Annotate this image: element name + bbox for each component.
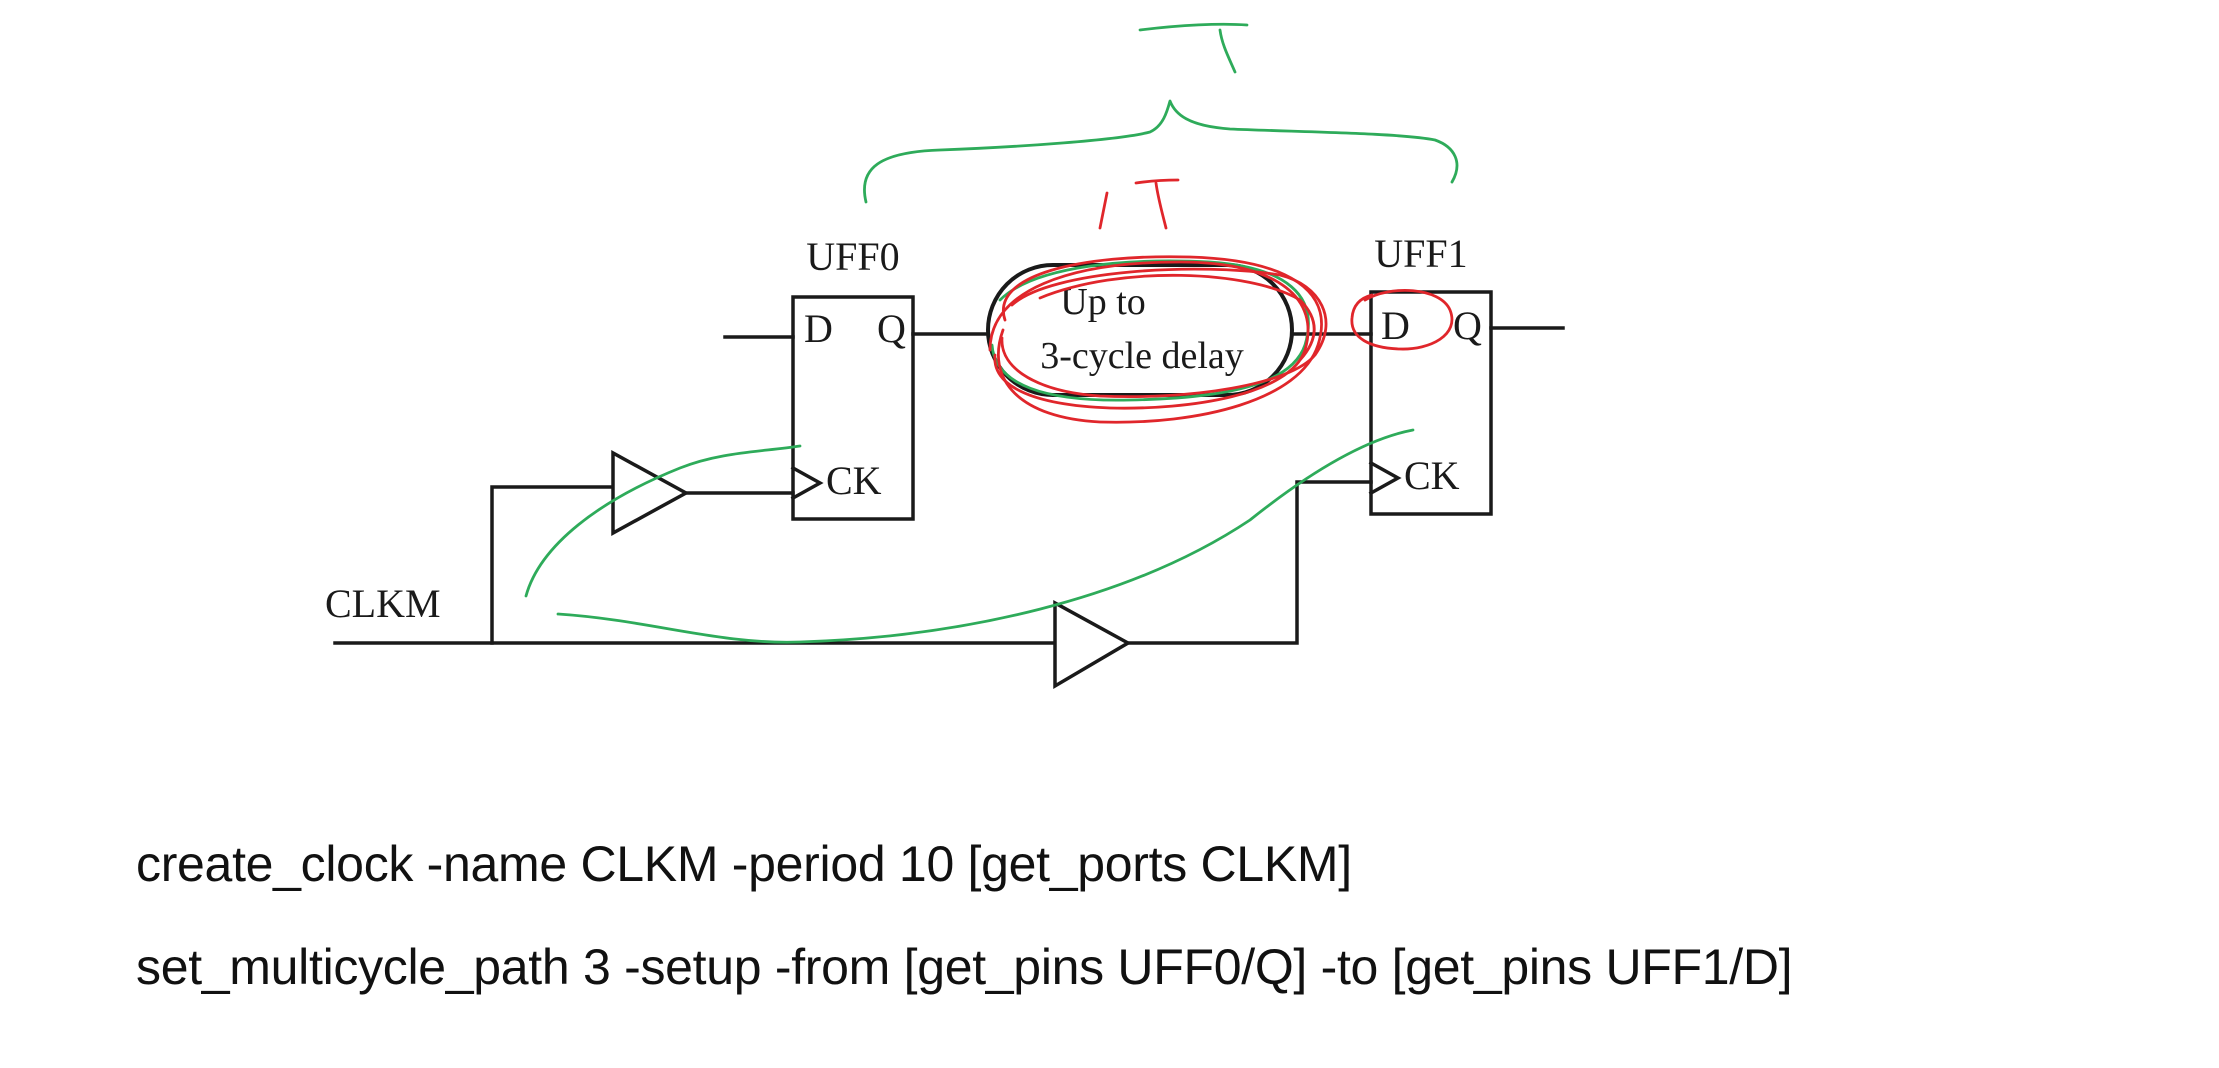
red-ellipse-tail <box>1038 273 1316 362</box>
red-ellipse-outer <box>997 255 1323 424</box>
clkm-label: CLKM <box>325 581 441 626</box>
uff1-pin-d: D <box>1381 303 1410 348</box>
red-t-stem <box>1154 181 1168 230</box>
multicycle-path-command: set_multicycle_path 3 -setup -from [get_… <box>136 939 1793 995</box>
clkm-branch-wire <box>490 485 615 645</box>
uff0-label: UFF0 <box>806 234 899 279</box>
red-ellipse-mid <box>988 260 1310 410</box>
green-brace <box>863 99 1459 204</box>
green-t-stem <box>1218 28 1237 74</box>
red-ellipse-inner <box>1000 267 1328 399</box>
create-clock-command: create_clock -name CLKM -period 10 [get_… <box>136 836 1352 892</box>
green-trace-launch-clock <box>524 444 802 598</box>
red-one-stroke <box>1098 191 1109 230</box>
delay-label-line2: 3-cycle delay <box>1040 335 1244 377</box>
uff1-pin-ck: CK <box>1404 453 1460 498</box>
delay-block <box>986 263 1294 397</box>
clock-buffer-2 <box>1053 600 1132 690</box>
green-t-bar <box>1138 22 1249 32</box>
uff1-pin-q: Q <box>1453 303 1482 348</box>
clock-buffer-1 <box>611 450 690 536</box>
uff1-label: UFF1 <box>1374 231 1467 276</box>
uff0-pin-ck: CK <box>826 458 882 503</box>
uff0-box <box>791 295 915 521</box>
uff1-clock-marker <box>1368 460 1402 496</box>
buffer2-output-wire <box>1126 480 1373 645</box>
green-trace-delay <box>990 259 1310 402</box>
uff0-pin-d: D <box>804 306 833 351</box>
red-t-bar <box>1134 178 1180 185</box>
uff0-pin-q: Q <box>877 306 906 351</box>
red-circle-d-pin <box>1350 289 1454 351</box>
uff0-clock-marker <box>790 465 824 501</box>
uff1-box <box>1369 290 1493 516</box>
green-trace-capture-clock <box>556 428 1415 644</box>
